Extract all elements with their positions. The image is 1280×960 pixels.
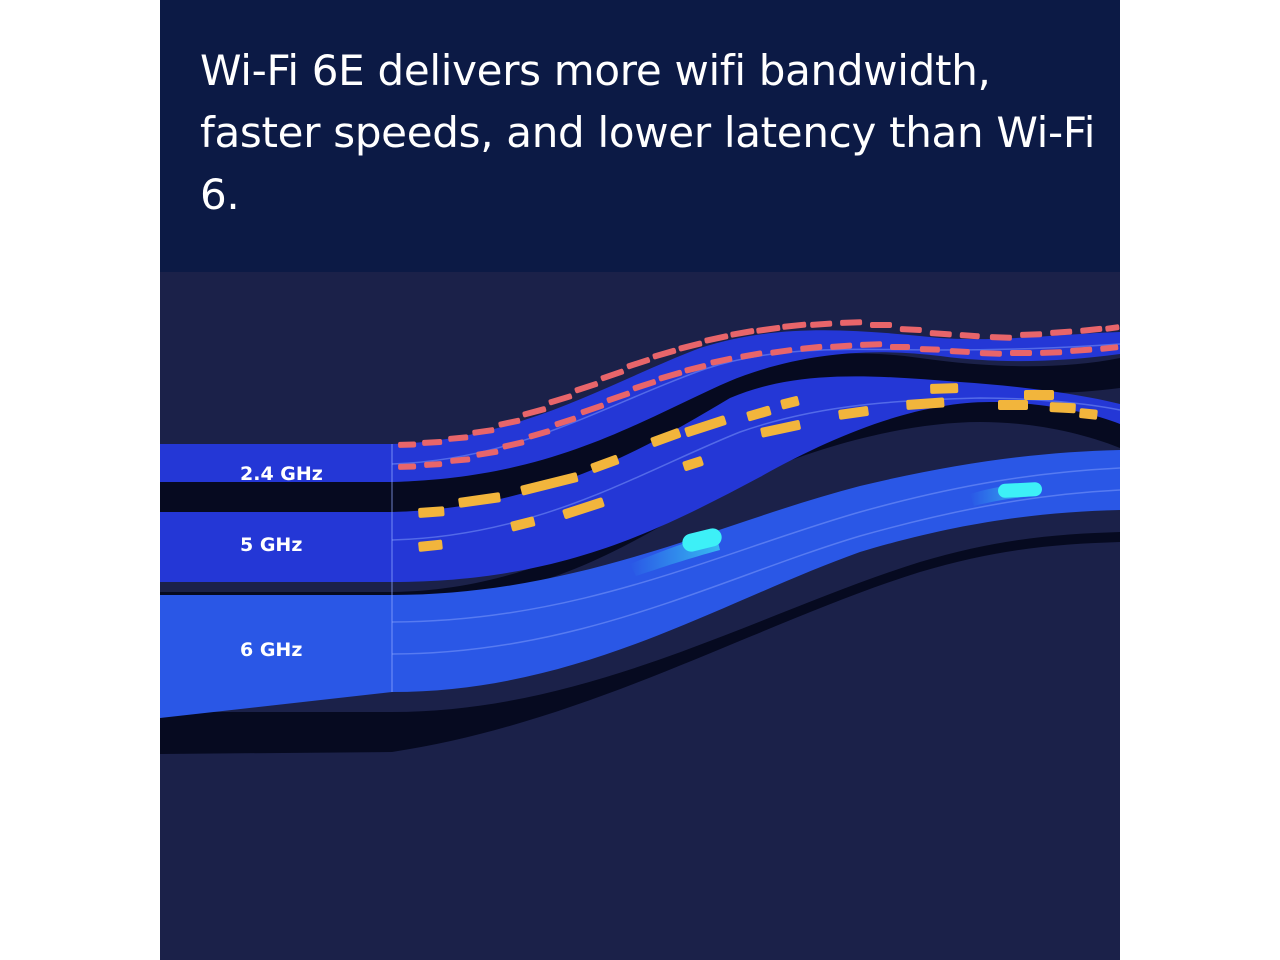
red-packet-4 bbox=[472, 427, 495, 436]
band-illustration: 2.4 GHz 5 GHz 6 GHz bbox=[160, 272, 1120, 960]
red-packet-14 bbox=[730, 328, 755, 338]
yellow-packet-11 bbox=[780, 396, 800, 410]
red-packet-31 bbox=[476, 448, 499, 458]
fast-packet-2 bbox=[998, 482, 1042, 498]
red-packet-8 bbox=[574, 381, 599, 394]
red-packet-49 bbox=[979, 350, 1002, 357]
red-packet-18 bbox=[840, 319, 863, 326]
red-packet-5 bbox=[498, 417, 521, 428]
band-6ghz-shadow bbox=[160, 532, 1120, 754]
yellow-packet-8 bbox=[650, 428, 682, 447]
red-packet-12 bbox=[678, 340, 703, 352]
yellow-packet-17 bbox=[998, 400, 1028, 410]
yellow-packet-10 bbox=[746, 405, 772, 422]
red-packet-51 bbox=[1040, 349, 1063, 356]
red-packet-42 bbox=[770, 347, 793, 356]
red-packet-11 bbox=[652, 347, 677, 360]
yellow-packet-5 bbox=[418, 539, 443, 552]
red-packet-48 bbox=[949, 348, 970, 355]
red-packet-28 bbox=[398, 463, 417, 470]
red-packet-32 bbox=[502, 439, 525, 450]
yellow-packet-9 bbox=[684, 415, 727, 437]
band-6ghz bbox=[160, 450, 1120, 718]
red-packet-34 bbox=[554, 415, 577, 428]
band-label-6ghz: 6 GHz bbox=[240, 639, 302, 661]
yellow-packet-20 bbox=[1079, 408, 1098, 420]
yellow-packet-2 bbox=[458, 492, 501, 508]
yellow-packet-4 bbox=[590, 454, 620, 473]
red-packet-15 bbox=[756, 324, 781, 334]
red-packet-13 bbox=[704, 333, 729, 344]
red-packet-53 bbox=[1100, 344, 1119, 352]
wifi-bands-graphic: 2.4 GHz 5 GHz 6 GHz bbox=[160, 319, 1120, 754]
band-24ghz-shadow bbox=[160, 353, 1120, 512]
red-packet-36 bbox=[606, 390, 631, 404]
red-packet-19 bbox=[870, 322, 892, 328]
yellow-packet-7 bbox=[562, 497, 605, 519]
band-5ghz-shadow bbox=[160, 395, 1120, 604]
yellow-packet-13 bbox=[760, 420, 801, 438]
product-banner: Wi-Fi 6E delivers more wifi bandwidth, f… bbox=[160, 0, 1120, 960]
band-label-24ghz: 2.4 GHz bbox=[240, 463, 323, 485]
red-packet-9 bbox=[600, 368, 625, 382]
traffic-5ghz bbox=[418, 383, 1098, 552]
red-packet-10 bbox=[626, 357, 651, 370]
red-packet-35 bbox=[580, 402, 605, 416]
lane-line-6ghz-b bbox=[391, 489, 1120, 655]
lane-line-6ghz-a bbox=[391, 467, 1120, 623]
yellow-packet-12 bbox=[682, 456, 704, 471]
red-packet-44 bbox=[830, 342, 853, 350]
red-packet-6 bbox=[522, 406, 547, 418]
red-packet-26 bbox=[1080, 325, 1103, 334]
yellow-packet-18 bbox=[1024, 390, 1054, 400]
red-packet-25 bbox=[1050, 328, 1073, 336]
red-packet-33 bbox=[528, 428, 551, 440]
red-packet-20 bbox=[899, 326, 922, 334]
yellow-packet-3 bbox=[520, 472, 579, 496]
red-packet-30 bbox=[450, 456, 471, 464]
red-packet-3 bbox=[448, 434, 469, 442]
red-packet-40 bbox=[710, 355, 733, 366]
yellow-packet-19 bbox=[1049, 402, 1076, 414]
traffic-6ghz bbox=[630, 482, 1042, 576]
band-5ghz bbox=[160, 376, 1120, 582]
red-packet-52 bbox=[1070, 346, 1093, 354]
red-packet-29 bbox=[424, 461, 443, 468]
band-label-5ghz: 5 GHz bbox=[240, 534, 302, 556]
yellow-packet-6 bbox=[510, 516, 536, 532]
red-packet-17 bbox=[810, 320, 833, 328]
red-packet-37 bbox=[632, 379, 657, 392]
headline: Wi-Fi 6E delivers more wifi bandwidth, f… bbox=[200, 46, 1096, 219]
red-packet-1 bbox=[398, 441, 417, 448]
red-packet-7 bbox=[548, 393, 573, 406]
fast-packet-1 bbox=[682, 528, 722, 552]
traffic-24ghz bbox=[398, 319, 1120, 470]
red-packet-39 bbox=[684, 363, 707, 374]
red-packet-23 bbox=[989, 334, 1012, 341]
yellow-packet-16 bbox=[930, 383, 959, 394]
red-packet-43 bbox=[800, 343, 823, 352]
red-packet-38 bbox=[658, 369, 683, 382]
red-packet-47 bbox=[919, 346, 940, 353]
red-packet-22 bbox=[959, 332, 980, 340]
red-packet-24 bbox=[1020, 331, 1043, 338]
red-packet-16 bbox=[782, 321, 807, 330]
yellow-packet-15 bbox=[906, 397, 945, 410]
red-packet-50 bbox=[1010, 350, 1032, 356]
red-packet-41 bbox=[740, 350, 763, 360]
red-packet-21 bbox=[929, 330, 952, 338]
red-packet-46 bbox=[890, 344, 910, 350]
red-packet-27 bbox=[1105, 324, 1120, 332]
red-packet-45 bbox=[860, 341, 883, 348]
red-packet-2 bbox=[422, 439, 443, 446]
yellow-packet-14 bbox=[838, 406, 869, 420]
yellow-packet-1 bbox=[418, 506, 445, 518]
headline-panel: Wi-Fi 6E delivers more wifi bandwidth, f… bbox=[160, 0, 1120, 272]
